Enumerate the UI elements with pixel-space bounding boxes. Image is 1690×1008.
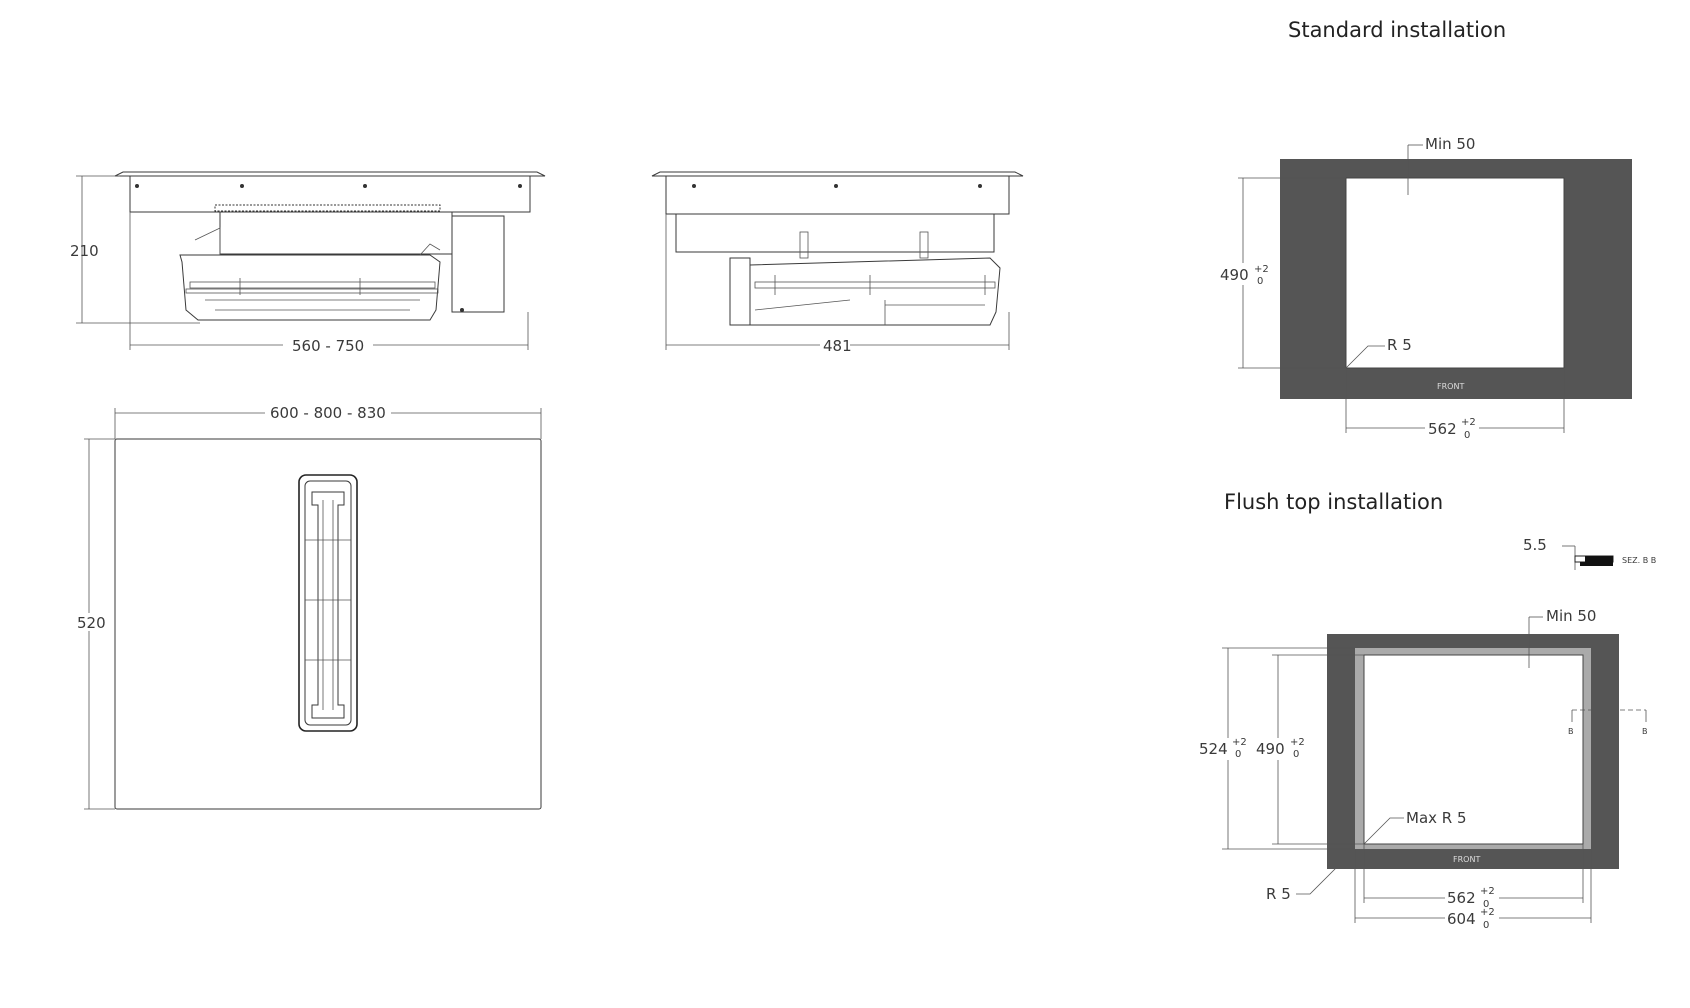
side-chassis	[219, 211, 453, 255]
standard-installation: Standard installation FRONT Min 50 490 +…	[1218, 18, 1632, 441]
flush-radius-label: R 5	[1266, 885, 1291, 903]
flush-cutout	[1363, 654, 1584, 845]
standard-width-tol-top: +2	[1461, 417, 1476, 428]
top-depth-label: 520	[77, 614, 106, 632]
front-motor-housing	[749, 257, 1001, 326]
flush-outer-width-tol-top: +2	[1480, 907, 1495, 918]
flush-outer-width-tol-bottom: 0	[1483, 920, 1489, 931]
flush-outer-height-tol-bottom: 0	[1235, 749, 1241, 760]
flush-section-detail: 5.5 SEZ. B B	[1523, 536, 1656, 570]
flush-outer-height-label: 524	[1199, 740, 1228, 758]
flush-step-label: 5.5	[1523, 536, 1547, 554]
standard-width-label: 562	[1428, 420, 1457, 438]
flush-inner-width-label: 562	[1447, 889, 1476, 907]
standard-cutout	[1345, 177, 1565, 369]
standard-height-tol-bottom: 0	[1257, 276, 1263, 287]
standard-height-tol-top: +2	[1254, 264, 1269, 275]
flush-inner-width-tol-bottom: 0	[1483, 899, 1489, 910]
flush-title: Flush top installation	[1224, 490, 1443, 514]
flush-inner-width-tol-top: +2	[1480, 886, 1495, 897]
flush-section-label: SEZ. B B	[1622, 556, 1656, 565]
top-vent-outer	[298, 474, 358, 732]
side-top-plate	[114, 171, 546, 177]
standard-front-label: FRONT	[1437, 382, 1464, 391]
side-duct-box	[451, 215, 505, 313]
top-vent-grille	[311, 491, 345, 719]
flush-installation: Flush top installation 5.5 SEZ. B B FRON…	[1198, 490, 1656, 931]
side-body	[129, 175, 531, 213]
flush-section-mark-left: B	[1568, 727, 1574, 736]
side-height-label: 210	[70, 242, 99, 260]
standard-width-tol-bottom: 0	[1464, 430, 1470, 441]
flush-inner-height-tol-top: +2	[1290, 737, 1305, 748]
standard-height-label: 490	[1220, 266, 1249, 284]
flush-front-label: FRONT	[1453, 855, 1480, 864]
flush-outer-height-tol-top: +2	[1232, 737, 1247, 748]
flush-section-mark-right: B	[1642, 727, 1648, 736]
front-body	[665, 175, 1010, 215]
standard-min-label: Min 50	[1425, 135, 1475, 153]
standard-title: Standard installation	[1288, 18, 1506, 42]
top-hob-surface	[114, 438, 542, 810]
flush-inner-height-tol-bottom: 0	[1293, 749, 1299, 760]
front-view: 481	[651, 171, 1024, 355]
flush-outer-width-label: 604	[1447, 910, 1476, 928]
front-top-plate	[651, 171, 1024, 177]
top-view: 600 - 800 - 830 520	[75, 403, 542, 810]
side-width-label: 560 - 750	[292, 337, 364, 355]
standard-radius-label: R 5	[1387, 336, 1412, 354]
top-width-label: 600 - 800 - 830	[270, 404, 386, 422]
side-view: 210 560 - 750	[70, 171, 546, 355]
front-chassis	[675, 213, 995, 253]
front-depth-label: 481	[823, 337, 852, 355]
flush-min-label: Min 50	[1546, 607, 1596, 625]
flush-inner-height-label: 490	[1256, 740, 1285, 758]
side-motor-housing	[179, 254, 441, 321]
flush-max-radius-label: Max R 5	[1406, 809, 1467, 827]
